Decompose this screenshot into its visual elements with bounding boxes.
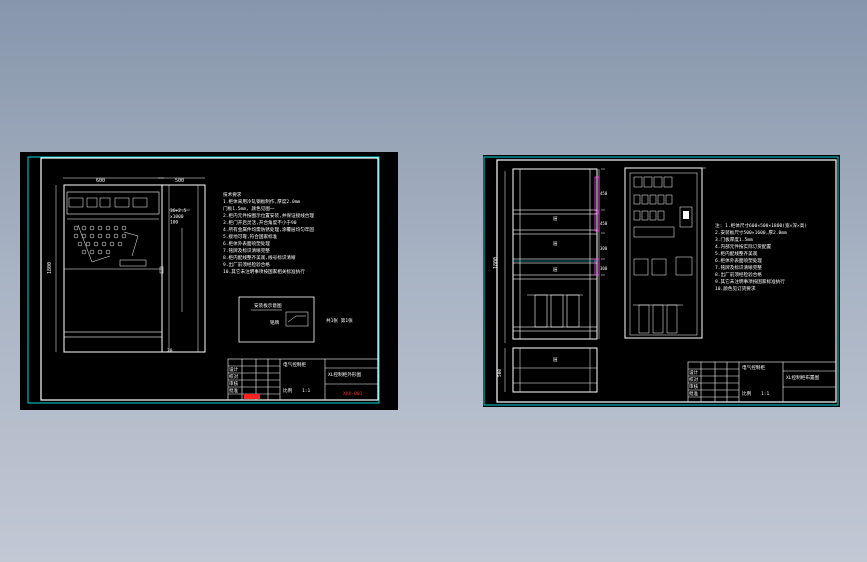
- svg-text:层: 层: [553, 267, 558, 273]
- svg-text:300: 300: [600, 246, 608, 251]
- drawing-frame: [496, 159, 837, 403]
- svg-text:7.铭牌及标识清晰完整: 7.铭牌及标识清晰完整: [223, 247, 270, 254]
- svg-text:审核: 审核: [229, 380, 239, 387]
- title-block-company: 电气控制柜: [283, 361, 306, 368]
- shelf-frame-view: 1800 层 层 层 450 4: [493, 168, 608, 343]
- svg-text:8.出厂前须经检验合格: 8.出厂前须经检验合格: [715, 271, 762, 278]
- svg-text:5.柜内配线整齐美观: 5.柜内配线整齐美观: [715, 250, 758, 257]
- svg-text:3.门板厚度1.5mm: 3.门板厚度1.5mm: [715, 236, 753, 243]
- technical-notes: 技术要求 1.柜体采用冷轧钢板制作,厚度2.0mm 门板1.5mm, 颜色见图一…: [223, 191, 314, 275]
- svg-text:300: 300: [600, 266, 608, 271]
- detail-box: 安装板示意图 铭牌 共1张 第1张: [238, 296, 353, 343]
- dim-width: 600: [96, 178, 105, 184]
- svg-text:批准: 批准: [689, 390, 699, 397]
- svg-text:3.柜门开启灵活,开合角度不小于90: 3.柜门开启灵活,开合角度不小于90: [223, 219, 297, 226]
- svg-text:比例: 比例: [742, 390, 752, 397]
- svg-text:层: 层: [553, 357, 558, 363]
- svg-text:审核: 审核: [689, 383, 699, 390]
- svg-text:5.接地可靠,符合国家标准: 5.接地可靠,符合国家标准: [223, 233, 278, 240]
- svg-text:2.安装板尺寸500×1600,厚2.0mm: 2.安装板尺寸500×1600,厚2.0mm: [715, 229, 787, 236]
- drawing-sheet-right[interactable]: 1800 层 层 层 450 4: [483, 155, 840, 407]
- svg-text:层: 层: [553, 216, 558, 222]
- svg-text:4.所有金属件均需防锈处理,涂覆层均匀牢固: 4.所有金属件均需防锈处理,涂覆层均匀牢固: [223, 226, 314, 233]
- svg-text:10.颜色见订货要求: 10.颜色见订货要求: [715, 285, 756, 292]
- svg-text:注: 1.柜体尺寸600×500×1800(宽×深×高): 注: 1.柜体尺寸600×500×1800(宽×深×高): [715, 222, 807, 229]
- svg-text:批准: 批准: [229, 387, 239, 394]
- svg-text:技术要求: 技术要求: [223, 191, 242, 198]
- dim-depth: 500: [175, 178, 184, 184]
- svg-text:8.柜内配线整齐美观,线号标识清晰: 8.柜内配线整齐美观,线号标识清晰: [223, 254, 296, 261]
- svg-text:比例: 比例: [283, 387, 293, 394]
- svg-text:门板1.5mm, 颜色见图一: 门板1.5mm, 颜色见图一: [223, 205, 275, 212]
- page-note: 共1张 第1张: [326, 317, 353, 324]
- title-block-stamp: XXX-001: [343, 391, 363, 397]
- svg-text:450: 450: [600, 221, 608, 226]
- svg-text:2.柜内元件按图示位置安装,并保证接线合理: 2.柜内元件按图示位置安装,并保证接线合理: [223, 212, 314, 219]
- title-block-drawing-name: XL控制柜布置图: [786, 374, 820, 381]
- svg-text:6.柜体外表面喷塑处理: 6.柜体外表面喷塑处理: [223, 240, 270, 247]
- drawing-frame: [40, 157, 379, 401]
- svg-text:设计: 设计: [229, 366, 239, 373]
- svg-text:4.内部元件按实际订货配置: 4.内部元件按实际订货配置: [715, 243, 771, 250]
- svg-text:校对: 校对: [689, 376, 699, 383]
- cabinet-front-view: 600 1800: [47, 177, 164, 353]
- title-block-stamp-mark: [244, 394, 260, 399]
- mounting-plate-view: [624, 167, 706, 339]
- technical-notes: 注: 1.柜体尺寸600×500×1800(宽×深×高) 2.安装板尺寸500×…: [715, 222, 807, 292]
- dim-height: 1800: [493, 257, 499, 269]
- svg-text:安装板示意图: 安装板示意图: [254, 302, 282, 309]
- title-block-drawing-name: XL控制柜外形图: [328, 371, 362, 378]
- svg-text:1.柜体采用冷轧钢板制作,厚度2.0mm: 1.柜体采用冷轧钢板制作,厚度2.0mm: [223, 198, 300, 205]
- dim-height: 1800: [47, 262, 53, 274]
- svg-text:铭牌: 铭牌: [270, 319, 280, 326]
- svg-text:7.铭牌及标识清晰完整: 7.铭牌及标识清晰完整: [715, 264, 762, 271]
- svg-text:9.其它未注明事项按国家标准执行: 9.其它未注明事项按国家标准执行: [715, 278, 785, 285]
- shelf-plan-view: 层 500: [497, 347, 598, 393]
- svg-text:层: 层: [553, 241, 558, 247]
- svg-text:9.出厂前须经检验合格: 9.出厂前须经检验合格: [223, 261, 270, 268]
- drawing-sheet-left[interactable]: 600 1800 5: [20, 152, 398, 410]
- dim-base: 20: [167, 348, 173, 354]
- title-block: [687, 361, 837, 403]
- svg-text:1:1: 1:1: [302, 388, 311, 394]
- title-block: [227, 358, 379, 401]
- svg-text:6.柜体外表面喷塑处理: 6.柜体外表面喷塑处理: [715, 257, 762, 264]
- svg-text:设计: 设计: [689, 369, 699, 376]
- svg-text:450: 450: [600, 191, 608, 196]
- svg-text:10.其它未注明事项按国家相关标准执行: 10.其它未注明事项按国家相关标准执行: [223, 268, 305, 275]
- dim-base: 500: [497, 369, 503, 377]
- svg-text:1:1: 1:1: [761, 391, 770, 397]
- title-block-company: 电气控制柜: [742, 364, 765, 371]
- svg-text:校对: 校对: [229, 373, 239, 380]
